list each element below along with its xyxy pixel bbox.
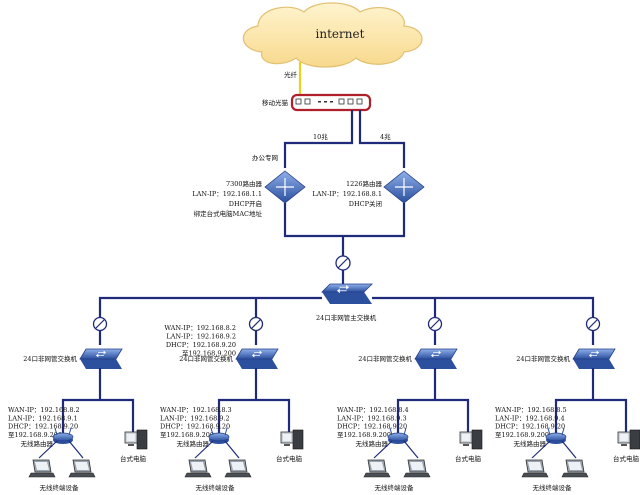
router-7300 [264,170,306,204]
ap-info-line: WAN-IP：192.168.8.2 [8,406,80,414]
router-bus [283,203,406,238]
switch-info-line: 至192.168.9.200 [182,350,236,358]
access-switch [235,348,279,369]
wireless-terminal-label: 无线终端设备 [375,483,415,492]
access-bus [396,398,470,438]
core-switch [321,283,373,304]
router-left-line: 7300路由器 [226,179,263,188]
laptop-icon [521,459,549,478]
wireless-router-label: 无线路由器 [356,439,389,448]
ap-info-line: DHCP：192.168.9.20 [495,423,565,431]
uplink-left-label: 10兆 [313,132,328,141]
ap-info-line: DHCP：192.168.9.20 [160,423,230,431]
ap-info-line: DHCP：192.168.9.20 [8,423,78,431]
ap-info-line: WAN-IP：192.168.8.3 [160,406,232,414]
router-left-name: 办公专网 [252,153,278,162]
access-switch [572,348,616,369]
access-branch: 24口非网管交换机 WAN-IP：192.168.8.5LAN-IP：192.16… [495,316,640,492]
internet-label: internet [316,27,365,41]
uplink-left [283,110,354,168]
access-switch-label: 24口非网管交换机 [358,354,412,363]
router-right-info: 1226路由器 LAN-IP：192.168.8.1 DHCP关闭 [312,179,382,208]
access-bus [217,398,291,438]
router-left-line: 绑定台式电脑MAC地址 [194,209,263,218]
wireless-terminal-label: 无线终端设备 [533,483,573,492]
wireless-router-label: 无线路由器 [514,439,547,448]
router-right-line: LAN-IP：192.168.8.1 [312,190,382,198]
access-branch: 24口非网管交换机WAN-IP：192.168.8.2LAN-IP：192.16… [160,316,304,492]
wireless-terminal-label: 无线终端设备 [40,483,80,492]
uplink-right [358,110,406,168]
distribution-bus-right [372,296,595,345]
desktop-pc-icon [124,429,148,450]
wireless-router-icon [52,427,74,444]
access-layer: 24口非网管交换机WAN-IP：192.168.8.2LAN-IP：192.16… [8,316,640,492]
wireless-router-icon [387,427,409,444]
laptop-icon [224,459,252,478]
desktop-pc-icon [280,429,304,450]
hub-icon [92,316,108,332]
hub-icon [427,316,443,332]
access-switch-label: 24口非网管交换机 [516,354,570,363]
hub-icon [248,316,264,332]
hub-icon [335,255,351,271]
wireless-router-icon [545,427,567,444]
laptop-icon [403,459,431,478]
ap-info-line: DHCP：192.168.9.20 [337,423,407,431]
wireless-router-icon [208,427,230,444]
desktop-pc-label: 台式电脑 [120,454,147,463]
ap-info-line: LAN-IP：192.168.9.2 [160,414,230,422]
access-branch: 24口非网管交换机 WAN-IP：192.168.8.2LAN-IP：192.16… [8,316,148,492]
ap-info-line: 至192.168.9.200 [337,431,391,439]
switch-info-line: LAN-IP：192.168.9.2 [166,333,236,341]
access-branch: 24口非网管交换机 WAN-IP：192.168.8.4LAN-IP：192.16… [337,316,483,492]
access-bus [61,398,135,438]
desktop-pc-icon [459,429,483,450]
laptop-icon [68,459,96,478]
laptop-icon [28,459,56,478]
switch-info-line: WAN-IP：192.168.8.2 [164,324,236,332]
fiber-label: 光纤 [284,70,298,79]
access-switch [414,348,458,369]
router-1226 [383,170,425,204]
access-switch [79,348,123,369]
router-right-line: 1226路由器 [346,179,383,188]
access-switch-label: 24口非网管交换机 [23,354,77,363]
wireless-router-label: 无线路由器 [177,439,210,448]
laptop-icon [561,459,589,478]
core-switch-label: 24口非网管主交换机 [316,313,377,322]
internet-cloud: internet [242,2,423,68]
access-switch-label: 24口非网管交换机 [179,354,233,363]
desktop-pc-label: 台式电脑 [613,454,640,463]
ap-info-line: LAN-IP：192.168.9.4 [495,414,565,422]
switch-info-line: DHCP：192.168.9.20 [166,341,236,349]
desktop-pc-label: 台式电脑 [276,454,303,463]
router-left-info: 7300路由器 LAN-IP：192.168.1.1 DHCP开启 绑定台式电脑… [192,179,262,218]
ap-info-line: WAN-IP：192.168.8.5 [495,406,567,414]
ap-info-line: LAN-IP：192.168.9.1 [8,414,78,422]
wireless-terminal-label: 无线终端设备 [196,483,236,492]
hub-icon [585,316,601,332]
ap-info-line: 至192.168.9.200 [495,431,549,439]
ap-info-line: 至192.168.9.200 [8,431,62,439]
wireless-router-label: 无线路由器 [21,439,54,448]
router-left-line: DHCP开启 [229,199,262,208]
modem [290,93,372,112]
ap-info-line: WAN-IP：192.168.8.4 [337,406,409,414]
router-right-line: DHCP关闭 [349,199,382,208]
desktop-pc-label: 台式电脑 [455,454,482,463]
ap-info-line: LAN-IP：192.168.9.3 [337,414,407,422]
ap-info-line: 至192.168.9.200 [160,431,214,439]
uplink-right-label: 4兆 [380,132,391,141]
laptop-icon [184,459,212,478]
desktop-pc-icon [617,429,640,450]
modem-label: 移动光猫 [262,98,289,107]
router-left-line: LAN-IP：192.168.1.1 [192,190,262,198]
laptop-icon [363,459,391,478]
access-bus [554,398,628,438]
